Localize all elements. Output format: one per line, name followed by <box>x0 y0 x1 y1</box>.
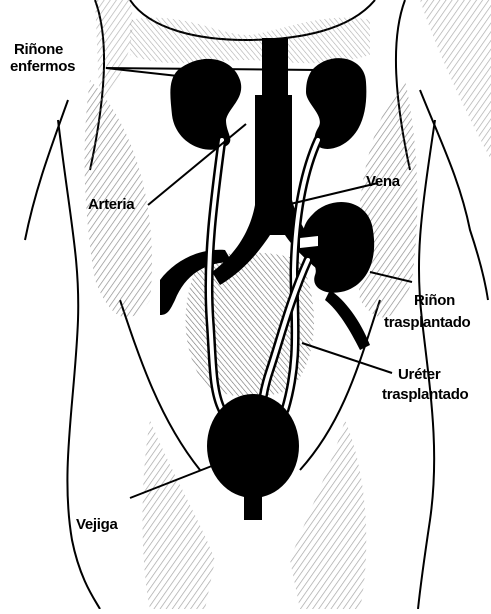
leader-ureter <box>302 343 392 373</box>
label-rinones-enfermos-line2: enfermos <box>10 58 75 75</box>
label-arteria: Arteria <box>88 196 134 213</box>
label-vena: Vena <box>366 173 400 190</box>
label-rinon-trasplantado-line1: Riñon <box>414 292 455 309</box>
label-vejiga: Vejiga <box>76 516 118 533</box>
diseased-kidney-right <box>306 58 366 149</box>
label-ureter-trasplantado-line2: trasplantado <box>382 386 468 403</box>
label-rinon-trasplantado-line2: trasplantado <box>384 314 470 331</box>
label-ureter-trasplantado-line1: Uréter <box>398 366 440 383</box>
label-rinones-enfermos-line1: Riñone <box>14 41 63 58</box>
bladder <box>207 394 299 520</box>
